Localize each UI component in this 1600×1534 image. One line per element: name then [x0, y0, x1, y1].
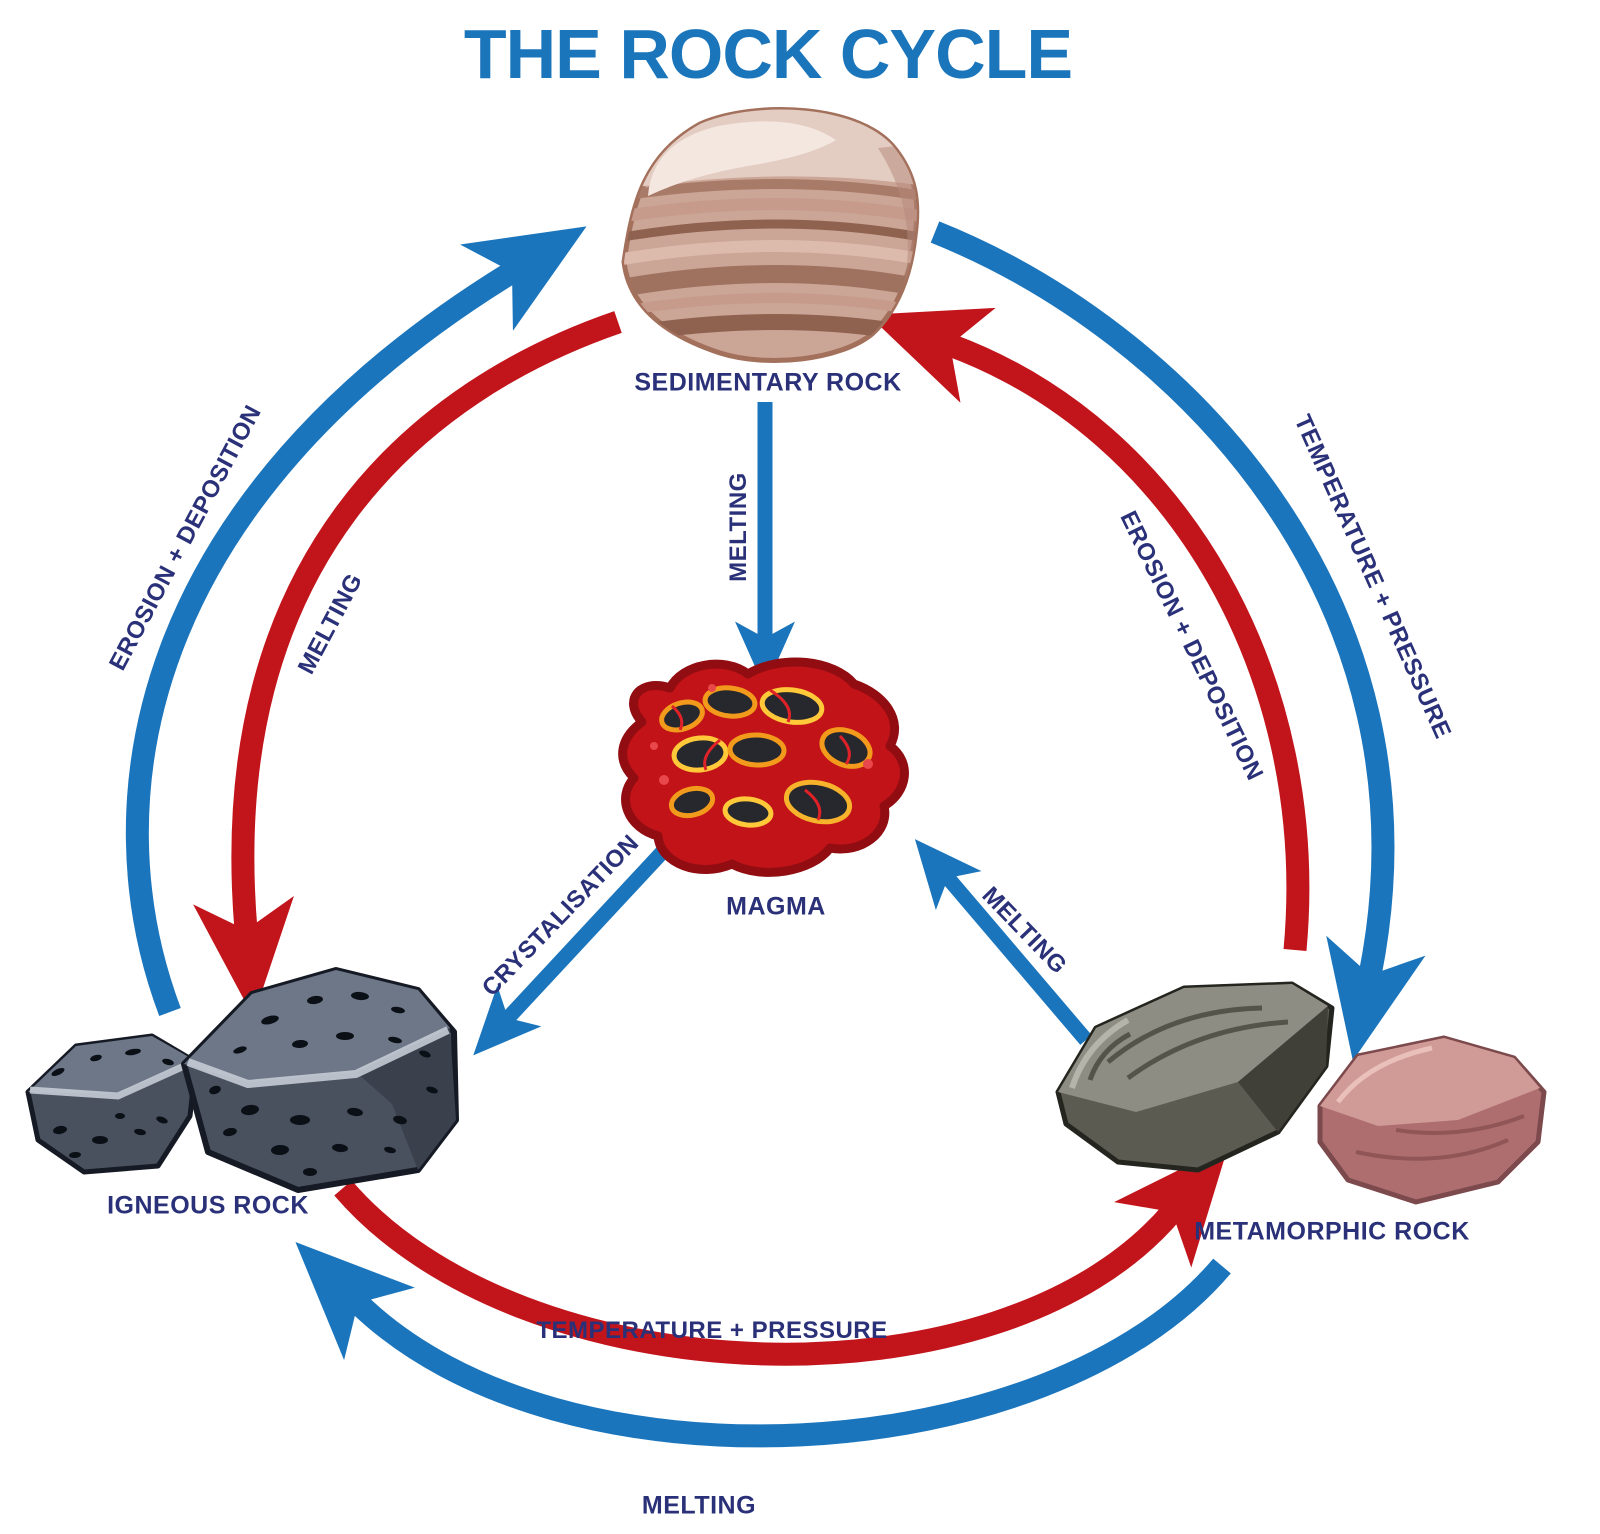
arc-erosion-deposition-metamorphic-to-sedimentary — [868, 307, 1310, 952]
node-label-magma: MAGMA — [726, 892, 826, 921]
node-label-igneous-rock: IGNEOUS ROCK — [107, 1191, 309, 1220]
sedimentary-rock-illustration — [621, 107, 920, 363]
magma-illustration — [618, 657, 909, 877]
arc-temperature-pressure-sedimentary-to-metamorphic — [930, 221, 1426, 1061]
diagram-title: THE ROCK CYCLE — [463, 15, 1073, 93]
node-label-sedimentary-rock: SEDIMENTARY ROCK — [634, 368, 902, 397]
process-label-melting-bottom: MELTING — [641, 1491, 757, 1520]
arrow-crystallisation-magma-to-igneous — [473, 840, 674, 1056]
arc-temperature-pressure-igneous-to-metamorphic — [334, 1145, 1229, 1366]
process-label-temperature-pressure-bottom: TEMPERATURE + PRESSURE — [536, 1317, 888, 1344]
node-label-metamorphic-rock: METAMORPHIC ROCK — [1194, 1217, 1470, 1246]
arrow-melting-metamorphic-to-magma — [914, 839, 1092, 1045]
process-label-melting-sedimentary-to-magma: MELTING — [725, 472, 752, 582]
igneous-rock-illustration — [25, 967, 459, 1193]
arc-melting-metamorphic-to-igneous — [295, 1242, 1231, 1448]
arc-melting-sedimentary-to-igneous — [193, 311, 622, 1018]
metamorphic-rock-illustration — [1055, 981, 1547, 1205]
arc-erosion-deposition-igneous-to-sedimentary — [125, 226, 587, 1017]
